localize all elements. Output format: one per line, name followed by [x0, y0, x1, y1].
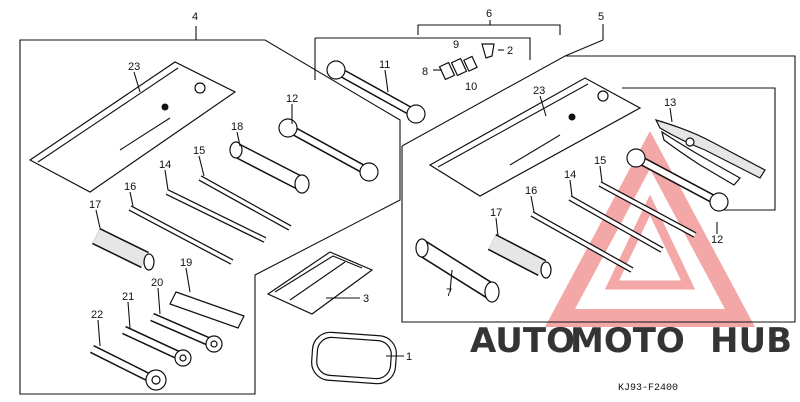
- label-part-10: 10: [465, 81, 477, 93]
- group-4-outline: [19, 26, 401, 395]
- screwdriver-blade-14-left: [165, 189, 267, 243]
- group-5-outline: [401, 24, 796, 323]
- label-part-17-left: 17: [89, 199, 101, 211]
- document-pouch-3: [266, 251, 374, 315]
- socket-wrench-7: [415, 238, 500, 303]
- label-part-12-right: 12: [711, 234, 723, 246]
- label-part-15-right: 15: [594, 155, 606, 167]
- part-labels: 4 6 5 23 23 11 9 2 8 10 12 13 18 15 15 1…: [89, 8, 723, 394]
- clips-8-9-10: [438, 55, 478, 81]
- wrench-12-left: [278, 118, 379, 182]
- label-part-2: 2: [507, 45, 513, 57]
- rubber-band-1: [311, 331, 397, 385]
- screwdriver-blade-16-left: [128, 205, 234, 265]
- watermark-auto: AUTO: [470, 321, 575, 361]
- tool-20: [150, 312, 223, 353]
- label-part-11: 11: [379, 59, 390, 71]
- group-6-bracket: [314, 20, 561, 80]
- screwdriver-blade-15-left: [198, 175, 292, 231]
- label-part-9: 9: [453, 39, 459, 51]
- label-part-16-left: 16: [124, 181, 136, 193]
- label-part-15-left: 15: [193, 145, 205, 157]
- tool-bag-left: [28, 61, 237, 193]
- tool-bag-right: [428, 77, 642, 197]
- tool-19: [169, 291, 245, 329]
- label-part-14-left: 14: [159, 159, 171, 171]
- label-part-19: 19: [180, 257, 192, 269]
- label-part-18: 18: [231, 121, 243, 133]
- watermark-moto: MOTO: [570, 321, 685, 361]
- label-part-13: 13: [664, 97, 676, 109]
- wrench-12-right: [626, 148, 729, 212]
- label-part-23-left: 23: [128, 61, 140, 73]
- label-part-20: 20: [151, 277, 163, 289]
- tool-22: [89, 344, 167, 391]
- label-group-4: 4: [192, 11, 198, 23]
- screwdriver-blade-14-right: [568, 195, 664, 253]
- screwdriver-blade-16-right: [530, 211, 634, 273]
- label-part-16-right: 16: [525, 185, 537, 197]
- label-part-22: 22: [91, 309, 103, 321]
- label-group-5: 5: [598, 11, 604, 23]
- watermark-hub: HUB: [710, 321, 792, 361]
- screwdriver-handle-17-right: [487, 234, 552, 279]
- label-part-17-right: 17: [490, 207, 502, 219]
- label-part-8: 8: [422, 66, 428, 78]
- socket-wrench-18: [229, 141, 310, 194]
- label-part-21: 21: [122, 291, 134, 303]
- label-part-1: 1: [406, 351, 412, 363]
- drawing-code: KJ93-F2400: [618, 383, 678, 394]
- screwdriver-blade-15-right: [598, 181, 697, 238]
- tool-21: [122, 325, 192, 367]
- label-part-3: 3: [363, 293, 369, 305]
- label-part-12-left: 12: [286, 93, 298, 105]
- leader-lines: [95, 49, 718, 357]
- screwdriver-handle-17-left: [92, 227, 155, 271]
- label-part-23-right: 23: [533, 85, 545, 97]
- label-group-6: 6: [486, 8, 492, 20]
- label-part-7: 7: [446, 287, 452, 299]
- watermark-logo: AUTO MOTO HUB: [470, 321, 792, 361]
- clip-2: [481, 43, 495, 59]
- wrench-11: [326, 60, 426, 124]
- label-part-14-right: 14: [564, 169, 576, 181]
- pliers-13: [654, 119, 766, 186]
